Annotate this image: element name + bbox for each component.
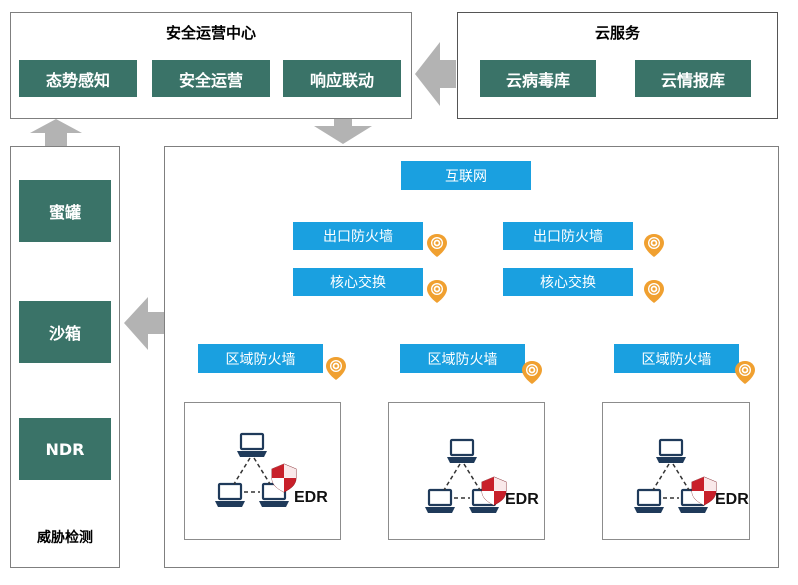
zone-firewall-2: 区域防火墙 xyxy=(400,344,525,373)
soc-item-operation: 安全运营 xyxy=(152,60,270,97)
arrow-soc-to-network xyxy=(314,119,372,144)
cloud-item-virus: 云病毒库 xyxy=(480,60,596,97)
edr-label-2: EDR xyxy=(505,491,539,508)
internet-node: 互联网 xyxy=(401,161,531,190)
threat-item-ndr: NDR xyxy=(19,418,111,480)
zone-2-cluster xyxy=(425,440,507,513)
threat-panel: 蜜罐 沙箱 NDR 威胁检测 xyxy=(10,146,120,568)
cloud-title: 云服务 xyxy=(594,24,640,42)
zone-box-2 xyxy=(388,402,545,540)
core-switch-left: 核心交换 xyxy=(293,268,423,296)
zone-firewall-1: 区域防火墙 xyxy=(198,344,323,373)
exit-firewall-left: 出口防火墙 xyxy=(293,222,423,250)
core-switch-right: 核心交换 xyxy=(503,268,633,296)
zone-1-cluster xyxy=(215,434,297,507)
cloud-item-intel: 云情报库 xyxy=(635,60,751,97)
threat-title: 威胁检测 xyxy=(37,530,93,546)
soc-panel: 安全运营中心 态势感知 安全运营 响应联动 xyxy=(10,12,412,119)
soc-item-response: 响应联动 xyxy=(283,60,401,97)
shield-icon xyxy=(691,476,717,506)
threat-item-sandbox: 沙箱 xyxy=(19,301,111,363)
shield-icon xyxy=(481,476,507,506)
computer-icon xyxy=(425,440,499,513)
arrow-threat-to-soc xyxy=(30,119,82,147)
cloud-panel: 云服务 云病毒库 云情报库 xyxy=(457,12,778,119)
zone-firewall-3: 区域防火墙 xyxy=(614,344,739,373)
shield-icon xyxy=(271,463,297,493)
zone-3-cluster xyxy=(634,440,717,513)
threat-item-honeypot: 蜜罐 xyxy=(19,180,111,242)
arrow-cloud-to-soc xyxy=(415,42,456,106)
edr-label-3: EDR xyxy=(715,491,749,508)
edr-label-1: EDR xyxy=(294,489,328,506)
soc-item-situation: 态势感知 xyxy=(19,60,137,97)
soc-title: 安全运营中心 xyxy=(165,24,256,42)
zone-box-3 xyxy=(602,402,750,540)
arrow-network-to-threat xyxy=(124,297,164,350)
exit-firewall-right: 出口防火墙 xyxy=(503,222,633,250)
computer-icon xyxy=(634,440,708,513)
